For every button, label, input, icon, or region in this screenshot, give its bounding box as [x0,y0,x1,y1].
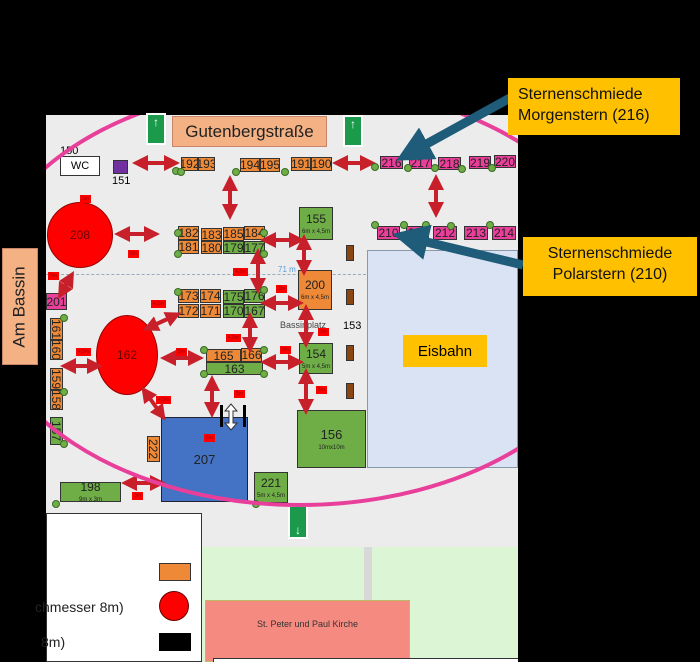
tree-marker [281,168,289,176]
info-box [213,658,518,662]
tree-marker [260,250,268,258]
exit-sign: ↑ [343,115,363,147]
tree-marker [488,164,496,172]
tree-marker [447,222,455,230]
tree-marker [200,346,208,354]
tree-marker [200,370,208,378]
tree-marker [486,221,494,229]
tree-marker [260,229,268,237]
tree-marker [177,168,185,176]
tree-marker [232,168,240,176]
walkway-arrow [142,312,182,331]
tree-marker [260,286,268,294]
tree-marker [404,164,412,172]
tree-marker [400,221,408,229]
tree-marker [174,250,182,258]
legend: chmesser 8m) 8m) [35,513,202,662]
entrance-bar [243,405,246,427]
tree-marker [458,165,466,173]
legend-red-circle [159,591,189,621]
tree-marker [174,288,182,296]
callout-polarstern: Sternenschmiede Polarstern (210) [523,237,697,296]
tree-marker [422,221,430,229]
tree-marker [371,221,379,229]
tree-marker [60,314,68,322]
tree-marker [174,229,182,237]
legend-orange-swatch [159,563,191,581]
tree-marker [52,500,60,508]
legend-round-text: chmesser 8m) [35,599,124,615]
exit-sign: ↑ [146,113,166,145]
tree-marker [260,370,268,378]
tree-marker [252,500,260,508]
church-label: St. Peter und Paul Kirche [256,619,359,629]
tree-marker [371,163,379,171]
exit-sign: ↓ [288,505,308,539]
entrance-bar [220,405,223,427]
tree-marker [431,164,439,172]
tree-marker [260,346,268,354]
tree-marker [60,388,68,396]
walkway-arrow [141,386,166,421]
tree-marker [60,440,68,448]
legend-black-swatch [159,633,191,651]
street-gutenbergstrasse: Gutenbergstraße [172,116,327,147]
street-am-bassin: Am Bassin [2,248,38,365]
street-am-bassin-label: Am Bassin [10,265,29,348]
walkway-arrow [58,271,74,299]
entrance-arrow-icon [223,403,239,431]
callout-morgenstern: Sternenschmiede Morgenstern (216) [508,78,680,135]
legend-black-text: 8m) [41,634,66,650]
